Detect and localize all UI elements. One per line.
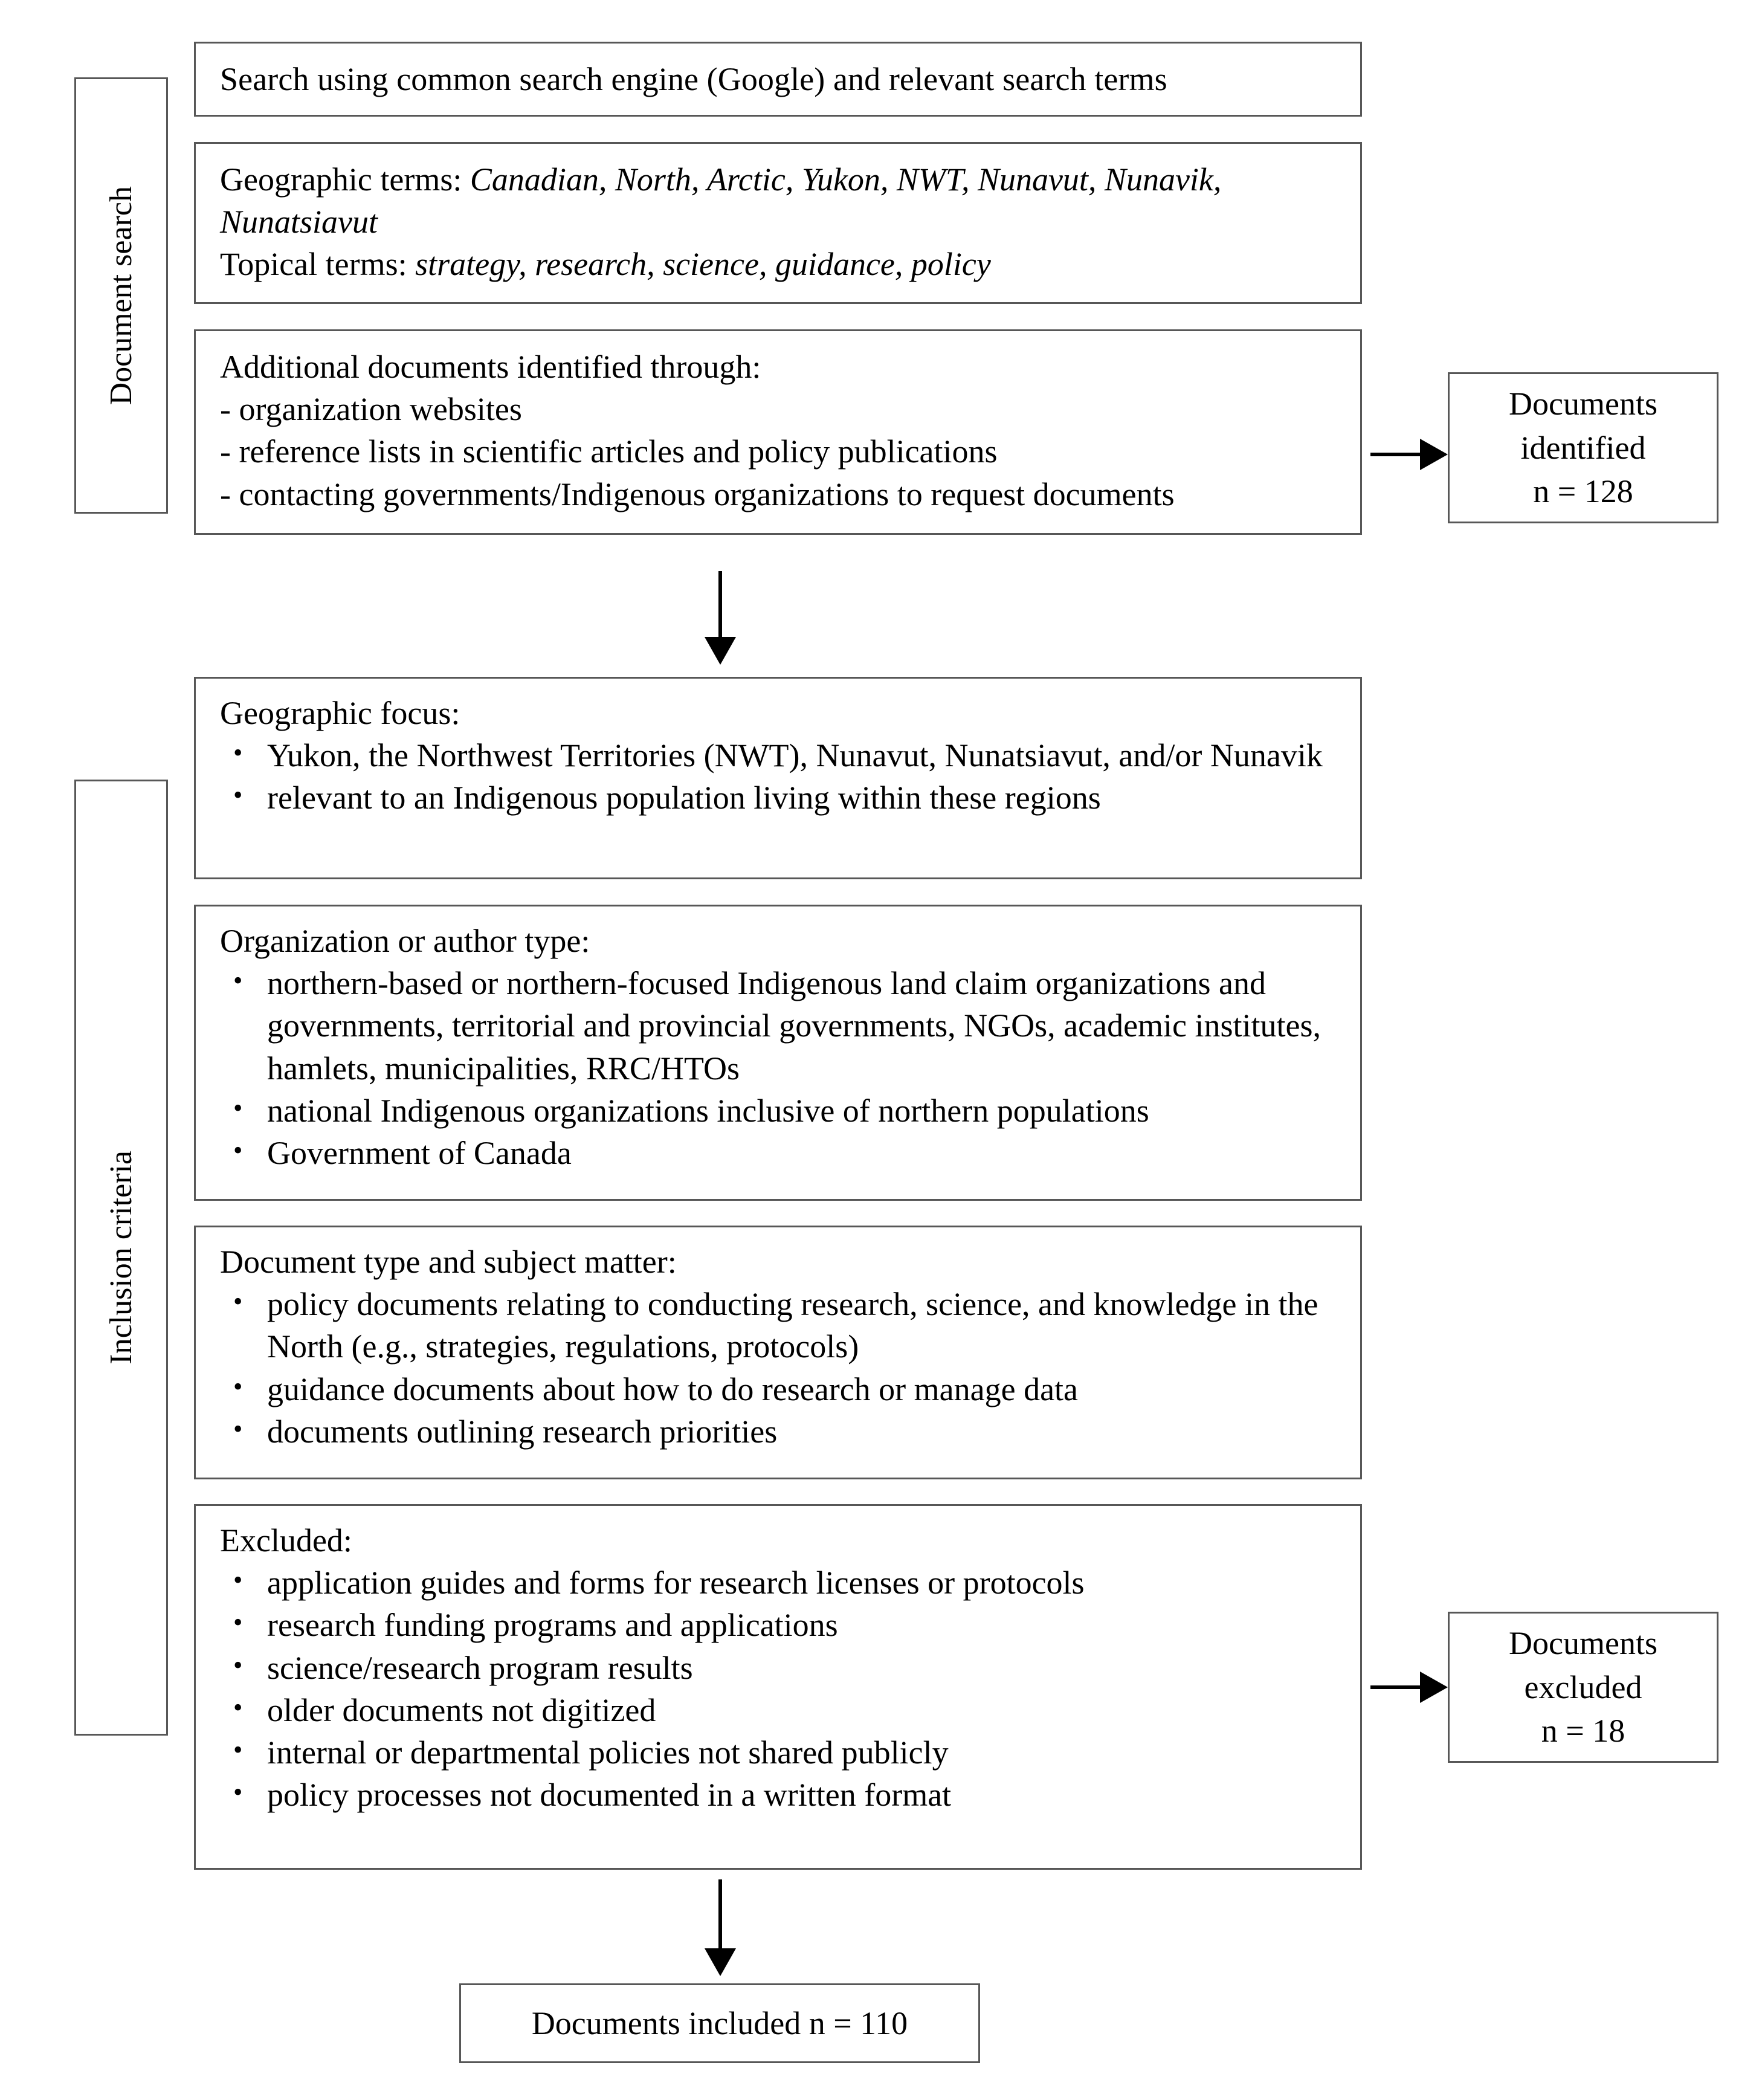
- list-item: application guides and forms for researc…: [220, 1562, 1340, 1604]
- list-item: research funding programs and applicatio…: [220, 1604, 1340, 1646]
- list-item: Yukon, the Northwest Territories (NWT), …: [220, 734, 1340, 777]
- box-documents-excluded: Documents excluded n = 18: [1448, 1612, 1718, 1763]
- documents-excluded-count: n = 18: [1541, 1713, 1625, 1749]
- arrow-search-to-criteria: [705, 571, 736, 665]
- documents-identified-count: n = 128: [1533, 473, 1633, 510]
- excluded-list: application guides and forms for researc…: [220, 1562, 1340, 1816]
- list-item: internal or departmental policies not sh…: [220, 1731, 1340, 1774]
- section-bracket-document-search: Document search: [74, 77, 168, 514]
- box-excluded-criteria: Excluded: application guides and forms f…: [194, 1504, 1362, 1870]
- box-additional-documents: Additional documents identified through:…: [194, 329, 1362, 535]
- list-item: science/research program results: [220, 1647, 1340, 1689]
- box-document-type: Document type and subject matter: policy…: [194, 1226, 1362, 1479]
- geographic-focus-heading: Geographic focus:: [220, 695, 460, 731]
- list-item: relevant to an Indigenous population liv…: [220, 777, 1340, 819]
- arrow-head: [1420, 439, 1448, 470]
- section-bracket-inclusion-criteria: Inclusion criteria: [74, 780, 168, 1736]
- documents-identified-line1: Documents: [1509, 386, 1657, 422]
- box-geographic-focus: Geographic focus: Yukon, the Northwest T…: [194, 677, 1362, 879]
- arrow-head: [1420, 1672, 1448, 1703]
- additional-documents-heading: Additional documents identified through:: [220, 349, 761, 385]
- section-label-document-search: Document search: [103, 186, 138, 405]
- organization-type-list: northern-based or northern-focused Indig…: [220, 962, 1340, 1174]
- box-search-engine: Search using common search engine (Googl…: [194, 42, 1362, 117]
- document-type-heading: Document type and subject matter:: [220, 1244, 677, 1280]
- list-item: - reference lists in scientific articles…: [220, 433, 998, 470]
- arrow-to-documents-excluded: [1370, 1671, 1448, 1704]
- arrow-shaft: [1370, 1685, 1428, 1689]
- geographic-terms-line: Geographic terms: Canadian, North, Arcti…: [220, 158, 1340, 243]
- arrow-shaft: [1370, 453, 1428, 456]
- list-item: national Indigenous organizations inclus…: [220, 1090, 1340, 1132]
- arrow-to-documents-identified: [1370, 438, 1448, 471]
- arrow-shaft: [718, 1879, 722, 1950]
- topical-terms-line: Topical terms: strategy, research, scien…: [220, 243, 1340, 285]
- box-documents-included: Documents included n = 110: [459, 1983, 980, 2063]
- arrow-shaft: [718, 571, 722, 639]
- box-search-terms: Geographic terms: Canadian, North, Arcti…: [194, 142, 1362, 304]
- organization-type-heading: Organization or author type:: [220, 923, 590, 959]
- list-item: documents outlining research priorities: [220, 1410, 1340, 1453]
- documents-included-text: Documents included n = 110: [531, 2005, 908, 2041]
- topical-terms-value: strategy, research, science, guidance, p…: [415, 246, 991, 283]
- additional-documents-list: - organization websites - reference list…: [220, 388, 1340, 515]
- geographic-focus-list: Yukon, the Northwest Territories (NWT), …: [220, 734, 1340, 819]
- documents-identified-line2: identified: [1520, 429, 1646, 466]
- documents-excluded-line2: excluded: [1524, 1669, 1642, 1705]
- section-label-inclusion-criteria: Inclusion criteria: [103, 1151, 138, 1365]
- topical-terms-label: Topical terms:: [220, 246, 407, 283]
- list-item: Government of Canada: [220, 1132, 1340, 1174]
- list-item: guidance documents about how to do resea…: [220, 1368, 1340, 1410]
- list-item: - organization websites: [220, 391, 522, 428]
- documents-excluded-line1: Documents: [1509, 1625, 1657, 1662]
- list-item: policy processes not documented in a wri…: [220, 1774, 1340, 1816]
- geographic-terms-label: Geographic terms:: [220, 161, 462, 198]
- list-item: - contacting governments/Indigenous orga…: [220, 476, 1175, 512]
- arrow-criteria-to-included: [705, 1879, 736, 1976]
- list-item: policy documents relating to conducting …: [220, 1283, 1340, 1368]
- geographic-terms-value: Canadian, North, Arctic, Yukon, NWT, Nun…: [220, 161, 1222, 241]
- list-item: older documents not digitized: [220, 1689, 1340, 1731]
- search-engine-text: Search using common search engine (Googl…: [220, 61, 1167, 97]
- arrow-head: [705, 637, 736, 665]
- excluded-heading: Excluded:: [220, 1522, 352, 1559]
- arrow-head: [705, 1948, 736, 1976]
- document-type-list: policy documents relating to conducting …: [220, 1283, 1340, 1453]
- box-documents-identified: Documents identified n = 128: [1448, 372, 1718, 523]
- box-organization-type: Organization or author type: northern-ba…: [194, 905, 1362, 1201]
- list-item: northern-based or northern-focused Indig…: [220, 962, 1340, 1090]
